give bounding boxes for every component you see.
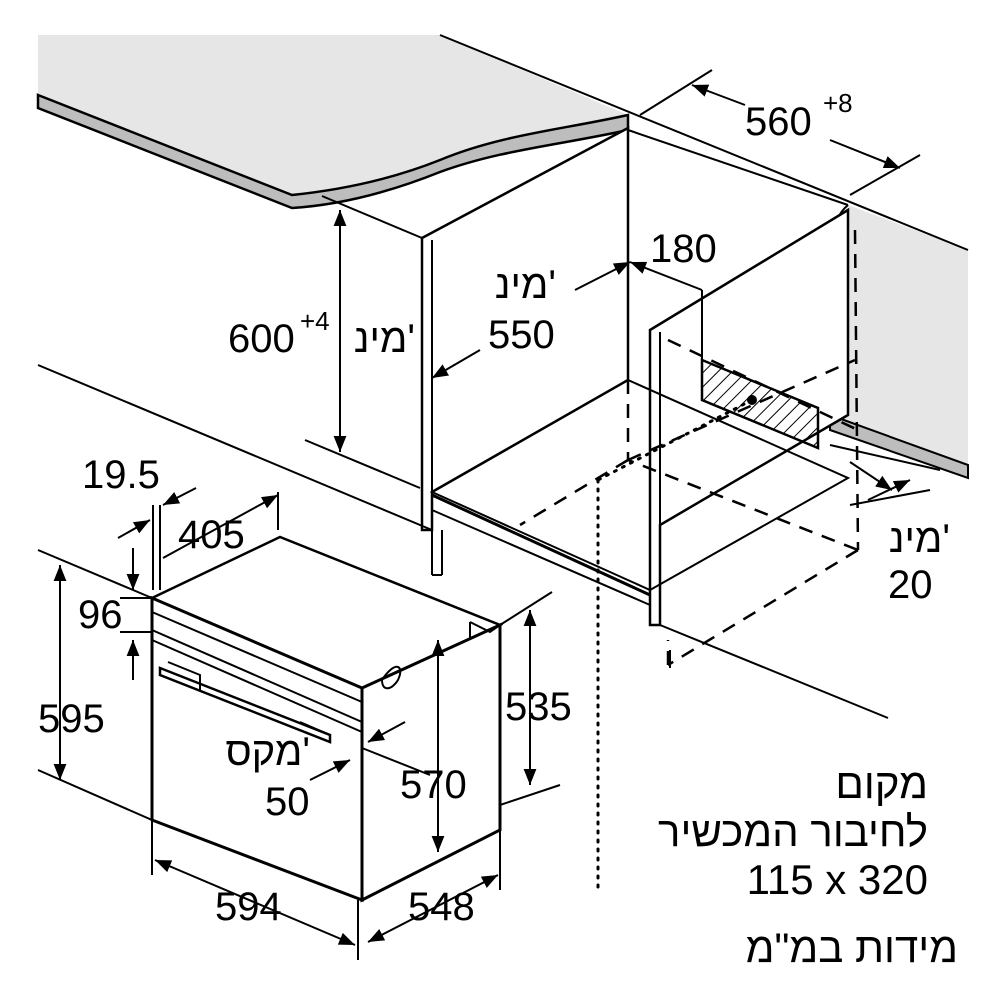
label-595: 595 <box>38 697 105 741</box>
dim-550 <box>431 349 481 379</box>
labels: 560 +8 180 מינ' 550 600 +4 מינ' 19.5 405… <box>38 88 958 971</box>
dim-594 <box>151 820 359 960</box>
connection-box <box>700 290 820 450</box>
label-max: מקס' <box>225 730 310 774</box>
dim-560 <box>639 69 921 196</box>
label-min-b: מינ' <box>354 317 415 361</box>
floor-line-right <box>659 624 889 719</box>
label-594: 594 <box>215 885 282 929</box>
countertop-right <box>822 204 969 480</box>
dim-96 <box>120 548 152 680</box>
label-96: 96 <box>78 593 123 637</box>
back-top-line <box>439 34 969 251</box>
label-550: 550 <box>488 313 555 357</box>
label-50: 50 <box>265 780 310 824</box>
niche-floor <box>429 378 851 606</box>
label-min-a: מינ' <box>495 263 556 307</box>
label-560-tol: +8 <box>823 88 853 118</box>
label-600: 600 <box>228 317 295 361</box>
dim-50 <box>309 721 431 781</box>
dim-19-5-405 <box>117 487 279 590</box>
note-connection-2: לחיבור המכשיר <box>658 808 928 855</box>
note-connection-1: מקום <box>835 760 928 807</box>
label-560: 560 <box>745 100 812 144</box>
dim-20 <box>829 444 941 506</box>
floor-line-left <box>37 364 433 531</box>
label-180: 180 <box>650 227 717 271</box>
oven <box>148 535 504 903</box>
note-connection-3: 115 x 320 <box>747 856 928 903</box>
dim-600 <box>304 210 421 489</box>
label-min-c: מינ' <box>889 517 950 561</box>
dim-595 <box>37 549 153 821</box>
dim-180 <box>574 261 703 291</box>
label-19-5: 19.5 <box>82 453 160 497</box>
label-548: 548 <box>408 885 475 929</box>
label-600-tol: +4 <box>300 306 330 336</box>
label-570: 570 <box>400 763 467 807</box>
dim-535 <box>499 591 561 806</box>
label-535: 535 <box>505 685 572 729</box>
niche-top-edge <box>627 129 849 206</box>
label-405: 405 <box>178 513 245 557</box>
note-units: מידות במ"מ <box>746 924 958 971</box>
dim-548 <box>367 830 501 943</box>
label-20: 20 <box>888 563 933 607</box>
